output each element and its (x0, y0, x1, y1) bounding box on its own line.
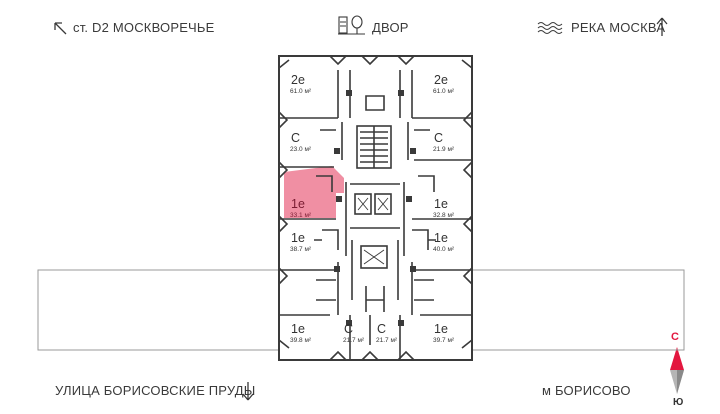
apartment-area-label: 21.9 м² (433, 146, 455, 153)
apartment-area-label: 61.0 м² (290, 88, 312, 95)
courtyard-icon (338, 15, 365, 35)
arrow-down-icon (242, 382, 254, 401)
apartment-type-label: С (434, 131, 443, 145)
apartment-area-label: 61.0 м² (433, 88, 455, 95)
river-waves-icon (537, 22, 563, 34)
apartment-area-label: 21.7 м² (343, 337, 365, 344)
apartment-type-label: 1е (291, 197, 305, 211)
apartment-type-label: 1е (434, 322, 448, 336)
compass-south-label: Ю (673, 397, 684, 408)
highlighted-apartment (284, 166, 344, 218)
label-metro: м БОРИСОВО (542, 383, 631, 398)
apartment-area-label: 33.1 м² (290, 212, 312, 219)
apartment-area-label: 21.7 м² (376, 337, 398, 344)
apartment-type-label: 2е (291, 73, 305, 87)
apartment-type-label: 1е (434, 197, 448, 211)
apartment-type-label: 1е (291, 231, 305, 245)
apartment-type-label: 2е (434, 73, 448, 87)
apartment-type-label: 1е (434, 231, 448, 245)
apartment-area-label: 23.0 м² (290, 146, 312, 153)
compass-north-label: С (671, 331, 679, 343)
apartment-type-label: С (291, 131, 300, 145)
apartment-type-label: С (344, 322, 353, 336)
apartment-area-label: 38.7 м² (290, 246, 312, 253)
apartment-type-label: С (377, 322, 386, 336)
label-street: УЛИЦА БОРИСОВСКИЕ ПРУДЫ (55, 383, 256, 398)
apartment-area-label: 40.0 м² (433, 246, 455, 253)
apartment-area-label: 32.8 м² (433, 212, 455, 219)
label-river: РЕКА МОСКВА (571, 20, 666, 35)
label-station: ст. D2 МОСКВОРЕЧЬЕ (73, 20, 215, 35)
apartment-area-label: 39.7 м² (433, 337, 455, 344)
apartment-type-label: 1е (291, 322, 305, 336)
compass-icon (670, 347, 684, 394)
arrow-up-left-icon (54, 22, 67, 35)
apartment-area-label: 39.8 м² (290, 337, 312, 344)
label-courtyard: ДВОР (372, 20, 409, 35)
arrow-up-icon (656, 17, 668, 36)
